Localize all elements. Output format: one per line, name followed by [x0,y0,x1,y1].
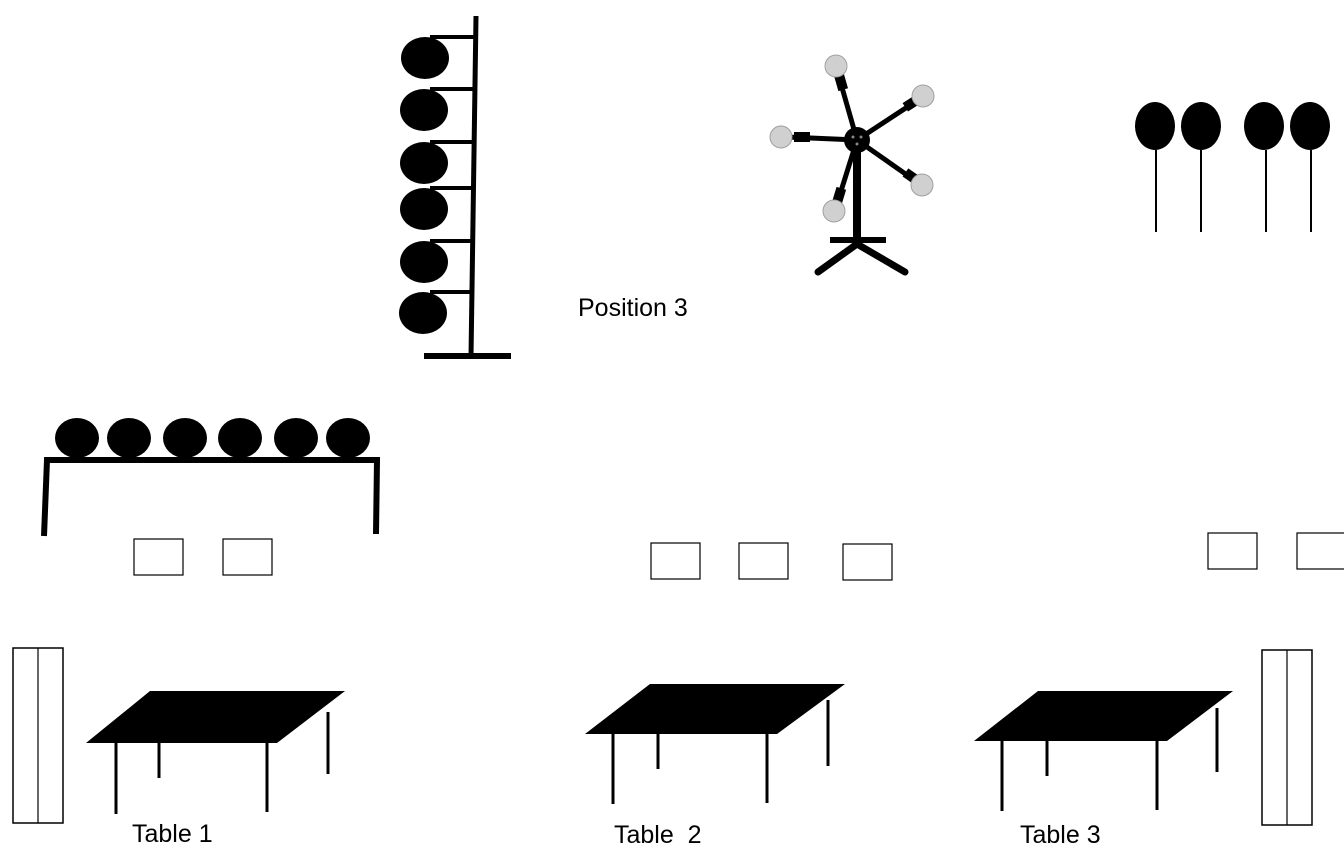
popper [1244,102,1284,232]
spinner-hub [844,127,870,153]
spinner-leg [853,240,909,276]
table-2 [585,684,845,804]
vertical-plate-rack [399,15,511,359]
rack-arm [400,186,474,230]
spinner-ball [769,125,793,149]
rack-arm [400,140,475,184]
box [1296,532,1344,570]
popper [1135,102,1175,232]
table-3-label: Table 3 [1020,821,1101,849]
steel-plate [326,418,370,458]
rack-arm [400,87,476,131]
table-2-label: Table 2 [614,821,702,849]
rack-arm [399,290,474,334]
table-top [974,691,1233,741]
box-group-3 [1207,532,1344,570]
rack-arm [401,35,476,79]
wall-left [12,647,64,824]
spinner-ball [911,84,935,108]
steel-plate [400,89,448,131]
table-3 [974,691,1233,811]
box [1207,532,1258,570]
table-1 [86,691,345,814]
table-1-label: Table 1 [132,820,213,848]
steel-plate [218,418,262,458]
steel-plate [400,142,448,184]
steel-plate [401,37,449,79]
rack-frame [41,457,381,537]
box [842,543,893,581]
spinner-ball [910,173,934,197]
steel-plate [107,418,151,458]
steel-plate [274,418,318,458]
popper-targets [1135,102,1330,232]
steel-plate [55,418,99,458]
horizontal-plate-rack [41,418,381,537]
steel-plate [163,418,207,458]
steel-plate [399,292,447,334]
rack-arm [400,239,473,283]
spinner-ball [822,199,846,223]
position-3-label: Position 3 [578,294,688,322]
box [222,538,273,576]
spinner-ball [824,54,848,78]
popper [1290,102,1330,232]
table-top [86,691,345,743]
box [133,538,184,576]
spinner-target [769,54,935,276]
wall-right [1261,649,1313,826]
box-group-2 [650,542,893,581]
box [738,542,789,580]
steel-plate [400,188,448,230]
box [650,542,701,580]
popper [1181,102,1221,232]
spinner-leg [814,240,861,276]
table-top [585,684,845,734]
steel-plate [400,241,448,283]
box-group-1 [133,538,273,576]
